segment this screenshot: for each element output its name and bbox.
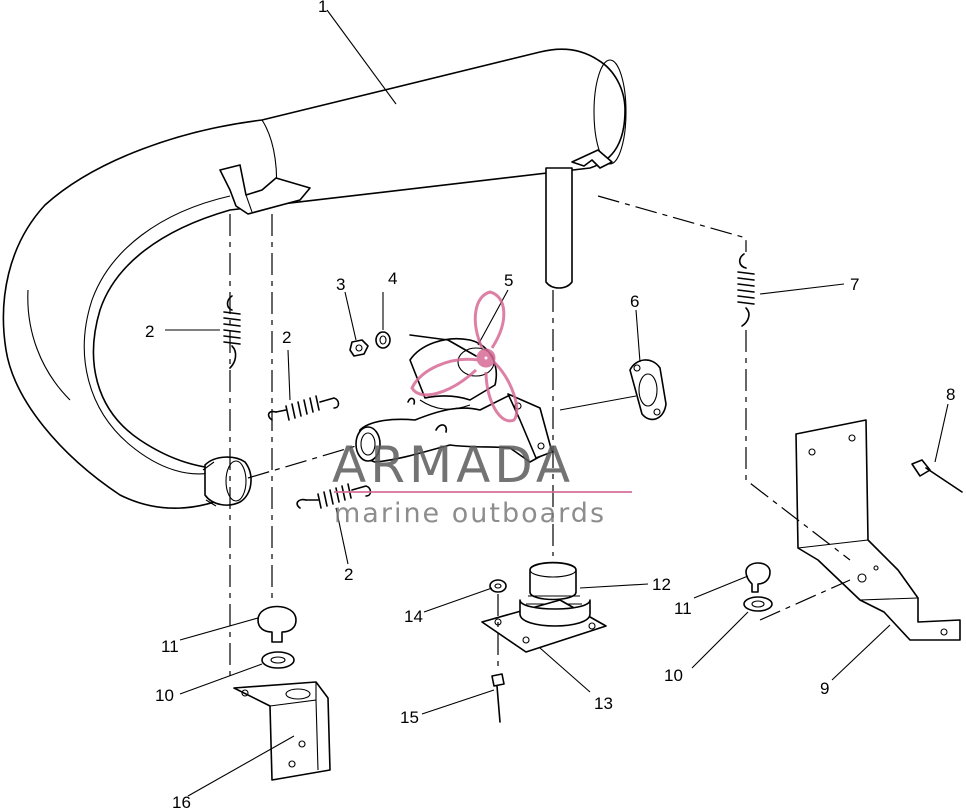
callout-13: 13	[594, 694, 613, 713]
callout-1: 1	[318, 0, 327, 16]
callout-15: 15	[400, 708, 419, 727]
bolt	[911, 459, 963, 493]
callout-10a: 10	[155, 686, 174, 705]
propeller-logo	[410, 290, 519, 423]
rubber-bumper-right	[745, 562, 771, 593]
nut	[349, 339, 369, 357]
callout-9: 9	[820, 679, 829, 698]
callout-14: 14	[404, 607, 423, 626]
leader-lines	[165, 9, 949, 797]
callout-11a: 11	[161, 637, 179, 656]
gasket	[629, 359, 667, 421]
spring-center-left	[267, 395, 340, 421]
callout-8: 8	[946, 385, 955, 404]
bracket-right	[795, 419, 961, 641]
callout-4: 4	[388, 269, 397, 288]
washer-right	[743, 596, 773, 612]
muffler-pipe	[2, 48, 627, 509]
callout-10b: 10	[664, 666, 683, 685]
callout-2b: 2	[282, 328, 291, 347]
watermark-tagline: marine outboards	[334, 498, 606, 529]
callout-3: 3	[336, 275, 345, 294]
part-callouts: 1 2 2 2 3 4 5 6 7 8 9 10 10 11 11 12 13 …	[145, 0, 955, 812]
washer-small	[489, 579, 507, 593]
callout-2c: 2	[344, 565, 353, 584]
callout-6: 6	[630, 292, 639, 311]
callout-11b: 11	[674, 599, 692, 618]
screw	[491, 673, 505, 723]
callout-5: 5	[504, 271, 513, 290]
spring-left-vertical	[223, 295, 241, 369]
callout-2a: 2	[145, 322, 154, 341]
rubber-bumper-left	[257, 605, 297, 643]
exhaust-manifold	[355, 334, 553, 463]
bracket-left	[233, 681, 331, 781]
callout-7: 7	[850, 275, 859, 294]
spring-center-bottom	[296, 483, 372, 509]
spring-right-vertical	[737, 253, 755, 327]
callout-16: 16	[172, 793, 191, 812]
watermark-brand: ARMADA	[332, 436, 574, 494]
washer-left	[261, 651, 295, 669]
lock-washer	[375, 331, 391, 349]
alignment-lines	[229, 195, 851, 680]
grommet	[524, 561, 584, 613]
callout-12: 12	[652, 575, 671, 594]
mount-plate	[481, 599, 607, 653]
watermark: ARMADA marine outboards	[332, 290, 632, 529]
tail-pipe	[545, 167, 573, 289]
